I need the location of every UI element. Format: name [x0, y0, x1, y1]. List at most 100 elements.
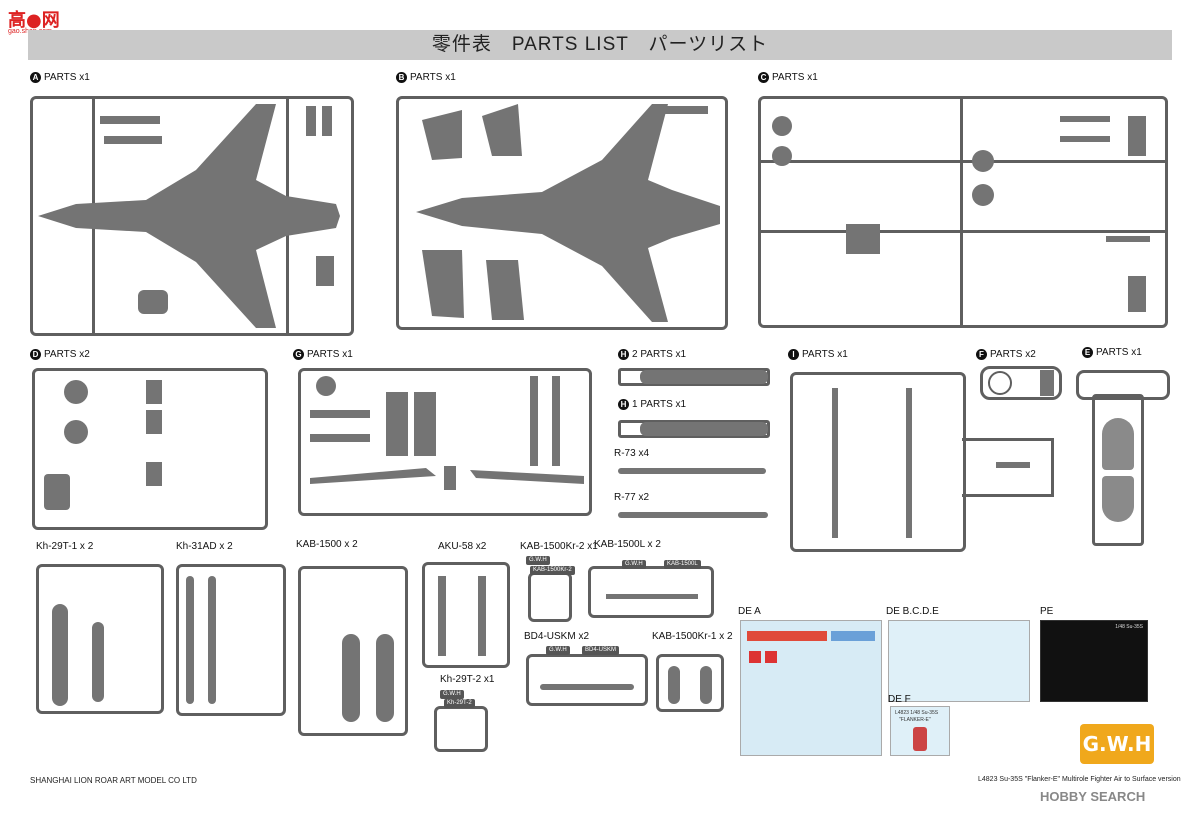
kab1500kr1-bomb — [668, 666, 680, 704]
kh31ad-missile — [208, 576, 216, 704]
sprue-c-runner — [758, 160, 1168, 163]
part-a-detail — [316, 256, 334, 286]
sprue-h1-letter: H — [618, 399, 629, 410]
sprue-c-frame — [758, 96, 1168, 328]
product-text: L4823 Su-35S "Flanker-E" Multirole Fight… — [978, 776, 1181, 783]
part-a-panel — [104, 136, 162, 144]
fuselage-upper-part — [38, 104, 340, 328]
kab1500kr2-sprue — [528, 572, 572, 622]
part-d-nozzle — [44, 474, 70, 510]
sprue-i-runner — [962, 494, 1054, 497]
part-i-strut — [906, 388, 912, 538]
gwh-brand-tag: G.W.H — [526, 556, 550, 565]
bd4uskm-sprue — [526, 654, 648, 706]
kab1500kr1-sprue — [656, 654, 724, 712]
part-c-rod — [1060, 136, 1110, 142]
sprue-h1-frame — [618, 420, 770, 438]
sprue-f-count: PARTS x2 — [990, 349, 1036, 361]
aku58-rail — [438, 576, 446, 656]
part-d-panel — [146, 410, 162, 434]
sprue-b-count: PARTS x1 — [410, 72, 456, 84]
part-a-fin — [306, 106, 316, 136]
kab1500kr1-label: KAB-1500Kr-1 x 2 — [652, 631, 733, 642]
sprue-e-top — [1076, 370, 1170, 400]
kab1500-bomb — [376, 634, 394, 722]
r77-missile — [618, 512, 768, 518]
bd4uskm-label: BD4-USKM x2 — [524, 631, 590, 642]
part-h1-pod — [640, 422, 768, 436]
decal-a-label: DE A — [738, 606, 761, 617]
part-e-windscreen — [1102, 476, 1134, 522]
part-g-detail — [444, 466, 456, 490]
kh29t1-missile — [92, 622, 104, 702]
r77-label: R-77 x2 — [614, 492, 650, 503]
kh31ad-missile — [186, 576, 194, 704]
part-d-wheel — [64, 420, 88, 444]
kab1500-label: KAB-1500 x 2 — [296, 539, 358, 550]
sprue-h2-frame — [618, 368, 770, 386]
sprue-c-runner — [960, 96, 963, 328]
title-bar: 零件表 PARTS LIST パーツリスト — [28, 30, 1172, 60]
part-g-dome — [316, 376, 336, 396]
part-c-rod — [1060, 116, 1110, 122]
sprue-c-runner — [758, 230, 1168, 233]
sprue-g-count: PARTS x1 — [307, 349, 353, 361]
sprue-f-letter: F — [976, 349, 987, 360]
sprue-d-count: PARTS x2 — [44, 349, 90, 361]
kh29t1-sprue — [36, 564, 164, 714]
sprue-i-runner — [962, 438, 1054, 441]
part-h2-pod — [640, 370, 768, 384]
hobby-search-watermark: HOBBY SEARCH — [1040, 789, 1146, 804]
sprue-f-frame — [980, 366, 1062, 400]
pe-title: 1/48 Su-35S — [1115, 624, 1143, 630]
part-a-panel — [100, 116, 160, 124]
part-b-panel — [652, 106, 708, 114]
part-c-detail — [1128, 276, 1146, 312]
part-d-wheel — [64, 380, 88, 404]
part-c-rod — [1106, 236, 1150, 242]
sprue-h2-letter: H — [618, 349, 629, 360]
sprue-h2-count: PARTS x1 — [640, 349, 687, 361]
gwh-brand-tag: G.W.H — [440, 690, 464, 699]
sprue-h1-count: PARTS x1 — [640, 399, 687, 411]
kh31ad-sprue — [176, 564, 286, 716]
decal-sheet-f: L4823 1/48 Su-35S "FLANKER-E" — [890, 706, 950, 756]
kh29t2-sprue — [434, 706, 488, 752]
decal-star — [765, 651, 777, 663]
kh29t1-label: Kh-29T-1 x 2 — [36, 541, 94, 552]
part-a-fin — [322, 106, 332, 136]
gwh-logo: G.W.H — [1080, 724, 1154, 764]
part-e-canopy — [1102, 418, 1134, 470]
sprue-h2-suffix: 2 — [632, 349, 638, 361]
part-g-rod — [530, 376, 538, 466]
sprue-d-frame — [32, 368, 268, 530]
kab1500l-tag: KAB-1500L — [664, 560, 701, 569]
gwh-brand-tag: G.W.H — [546, 646, 570, 655]
sprue-e-frame — [1092, 394, 1144, 546]
pe-label: PE — [1040, 606, 1054, 617]
r73-missile — [618, 468, 766, 474]
page-title: 零件表 PARTS LIST パーツリスト — [431, 34, 769, 55]
kab1500-sprue — [298, 566, 408, 736]
sprue-c-letter: C — [758, 72, 769, 83]
sprue-e-letter: E — [1082, 347, 1093, 358]
part-a-detail — [138, 290, 168, 314]
part-g-intake — [386, 392, 408, 456]
part-c-wheel — [772, 146, 792, 166]
aku58-rail — [478, 576, 486, 656]
aku58-sprue — [422, 562, 510, 668]
decal-sheet-bcde — [888, 620, 1030, 702]
sprue-i-runner — [1051, 438, 1054, 497]
manufacturer-text: SHANGHAI LION ROAR ART MODEL CO LTD — [30, 776, 197, 785]
decal-red-numbers — [747, 631, 827, 641]
kh29t2-tag: Kh-29T-2 — [444, 699, 475, 708]
r73-label: R-73 x4 — [614, 448, 650, 459]
sprue-a-count: PARTS x1 — [44, 72, 90, 84]
